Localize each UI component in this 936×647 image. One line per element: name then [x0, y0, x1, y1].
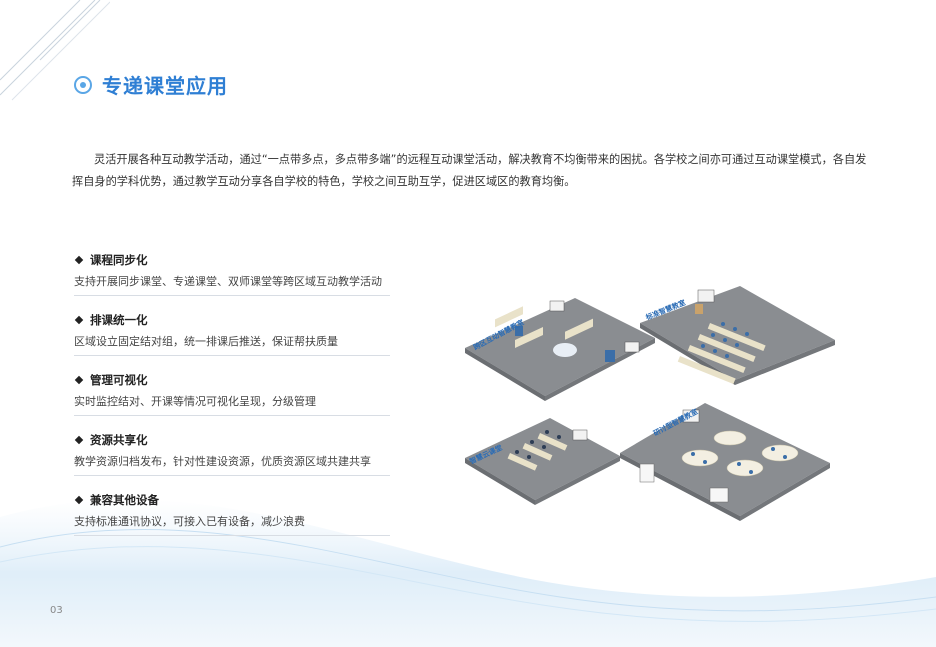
page-title: 专递课堂应用	[102, 74, 228, 98]
feature-item: 管理可视化 实时监控结对、开课等情况可视化呈现，分级管理	[74, 366, 390, 416]
feature-title-text: 兼容其他设备	[90, 493, 159, 507]
feature-item: 资源共享化 教学资源归档发布，针对性建设资源，优质资源区域共建共享	[74, 426, 390, 476]
diamond-bullet-icon	[74, 435, 84, 445]
feature-desc: 支持开展同步课堂、专递课堂、双师课堂等跨区域互动教学活动	[74, 275, 382, 288]
feature-list: 课程同步化 支持开展同步课堂、专递课堂、双师课堂等跨区域互动教学活动 排课统一化…	[74, 246, 390, 546]
feature-title: 课程同步化	[74, 250, 390, 270]
diamond-bullet-icon	[74, 315, 84, 325]
feature-title-text: 资源共享化	[90, 433, 148, 447]
circle-bullet-icon	[74, 75, 92, 94]
feature-title-text: 排课统一化	[90, 313, 148, 327]
feature-title: 排课统一化	[74, 310, 390, 330]
page-number: 03	[50, 605, 63, 616]
feature-item: 课程同步化 支持开展同步课堂、专递课堂、双师课堂等跨区域互动教学活动	[74, 246, 390, 296]
diamond-bullet-icon	[74, 495, 84, 505]
room-cloud: 智慧云课堂	[465, 418, 620, 505]
feature-title: 兼容其他设备	[74, 490, 390, 510]
feature-desc: 区域设立固定结对组，统一排课后推送，保证帮扶质量	[74, 335, 338, 348]
feature-title-text: 课程同步化	[90, 253, 148, 267]
feature-title-text: 管理可视化	[90, 373, 148, 387]
feature-title: 管理可视化	[74, 370, 390, 390]
feature-desc: 教学资源归档发布，针对性建设资源，优质资源区域共建共享	[74, 455, 371, 468]
classroom-illustration: 跨区互动智慧教室 标准智慧教室	[465, 286, 835, 521]
decorative-lines	[0, 0, 110, 101]
room-seminar: 研讨型智慧教室	[620, 403, 830, 521]
feature-title: 资源共享化	[74, 430, 390, 450]
background-wave	[0, 499, 936, 647]
diamond-bullet-icon	[74, 375, 84, 385]
diamond-bullet-icon	[74, 255, 84, 265]
room-cross-region: 跨区互动智慧教室	[465, 298, 655, 401]
section-title-row: 专递课堂应用	[74, 70, 228, 99]
feature-desc: 实时监控结对、开课等情况可视化呈现，分级管理	[74, 395, 316, 408]
feature-item: 兼容其他设备 支持标准通讯协议，可接入已有设备，减少浪费	[74, 486, 390, 536]
room-standard: 标准智慧教室	[640, 286, 835, 385]
feature-desc: 支持标准通讯协议，可接入已有设备，减少浪费	[74, 515, 305, 528]
feature-item: 排课统一化 区域设立固定结对组，统一排课后推送，保证帮扶质量	[74, 306, 390, 356]
intro-paragraph: 灵活开展各种互动教学活动，通过“一点带多点，多点带多端”的远程互动课堂活动，解决…	[72, 153, 867, 189]
